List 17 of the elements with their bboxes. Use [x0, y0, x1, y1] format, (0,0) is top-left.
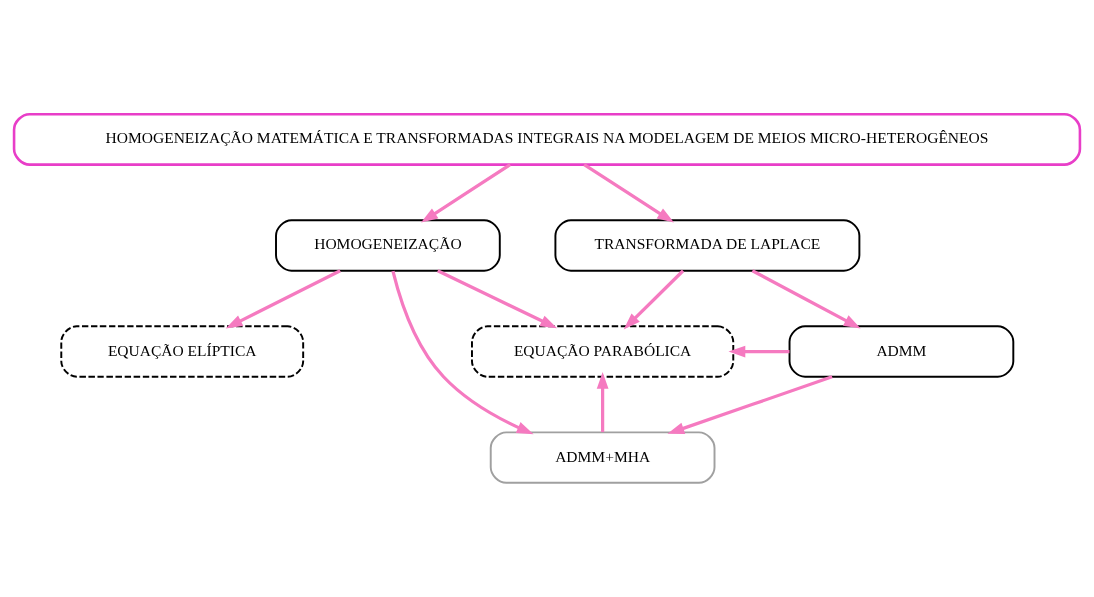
- node-box: EQUAÇÃO ELÍPTICA: [60, 325, 305, 378]
- arrow: [596, 371, 609, 433]
- arrow: [421, 163, 511, 223]
- arrow: [667, 375, 833, 434]
- arrow: [583, 163, 674, 223]
- node-box: HOMOGENEIZAÇÃO: [275, 219, 501, 272]
- node-box: TRANSFORMADA DE LAPLACE: [554, 219, 861, 272]
- node-box: EQUAÇÃO PARABÓLICA: [471, 325, 735, 378]
- node-box: HOMOGENEIZAÇÃO MATEMÁTICA E TRANSFORMADAS INTEGRAIS NA MODELAGEM DE MEIOS MICRO-HETEROGÊNEOS: [12, 112, 1082, 166]
- arrow: [391, 270, 534, 435]
- arrow: [623, 269, 685, 330]
- arrow: [728, 345, 790, 358]
- arrow: [751, 269, 861, 329]
- arrow: [437, 269, 558, 329]
- node-box: ADMM+MHA: [489, 431, 716, 484]
- node-box: ADMM: [788, 325, 1015, 378]
- arrow: [225, 269, 341, 329]
